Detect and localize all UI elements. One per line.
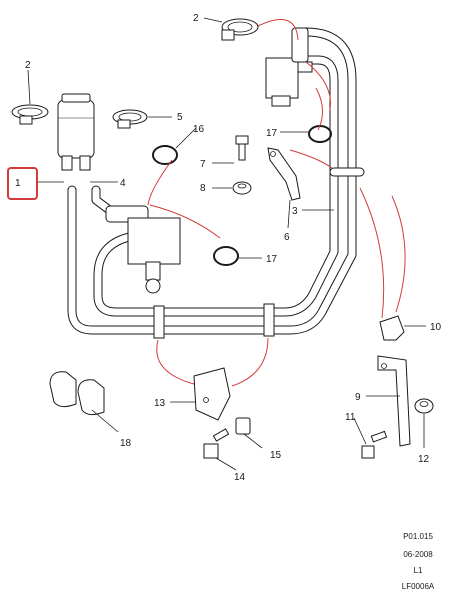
callout-3[interactable]: 3 — [292, 206, 298, 217]
footer-level: L1 — [413, 566, 423, 575]
hose-clip-left — [11, 104, 49, 125]
highlight-arcs — [147, 19, 406, 387]
callout-12[interactable]: 12 — [418, 454, 430, 465]
bolt-11 — [361, 430, 388, 459]
callout-9[interactable]: 9 — [355, 392, 361, 403]
callout-7[interactable]: 7 — [200, 159, 206, 170]
callout-18[interactable]: 18 — [120, 438, 132, 449]
leader-lines — [27, 17, 426, 471]
reservoir-bottle — [57, 93, 95, 171]
callout-13[interactable]: 13 — [154, 398, 166, 409]
callout-6[interactable]: 6 — [284, 232, 290, 243]
grommet-12 — [414, 398, 434, 414]
bolt-7 — [235, 135, 249, 161]
pipe-clamp-right — [263, 303, 275, 337]
hose-clip-right — [112, 109, 148, 129]
callout-14[interactable]: 14 — [234, 472, 246, 483]
clip-10 — [379, 315, 405, 341]
nut-15 — [235, 417, 251, 435]
o-ring-16 — [152, 145, 178, 165]
callout-8[interactable]: 8 — [200, 183, 206, 194]
hose-clip-top — [221, 18, 259, 41]
callout-5[interactable]: 5 — [177, 112, 183, 123]
callout-2-top[interactable]: 2 — [193, 13, 199, 24]
callout-17-top[interactable]: 17 — [266, 128, 278, 139]
selected-callout-box — [7, 167, 38, 200]
footer-ref: P01.015 — [403, 532, 433, 541]
bolt-14 — [203, 428, 230, 459]
o-ring-17-top — [308, 125, 332, 143]
pipe-clamp-left — [153, 305, 165, 339]
fuel-pipe-assembly — [67, 27, 365, 335]
footer-date: 06-2008 — [403, 550, 433, 559]
callout-11[interactable]: 11 — [345, 412, 356, 423]
valve-body-center — [105, 205, 181, 294]
double-clip-18 — [49, 371, 105, 416]
bracket-9 — [377, 355, 411, 447]
bracket-13 — [193, 367, 231, 421]
callout-17-center[interactable]: 17 — [266, 254, 278, 265]
callout-1[interactable]: 1 — [15, 178, 21, 189]
bracket-6 — [267, 147, 301, 201]
nut-8 — [232, 181, 252, 195]
callout-2-left[interactable]: 2 — [25, 60, 31, 71]
callout-labels: 1 2 2 3 4 5 6 7 8 9 10 11 12 13 14 15 16… — [15, 13, 442, 483]
callout-10[interactable]: 10 — [430, 322, 442, 333]
callout-15[interactable]: 15 — [270, 450, 282, 461]
callout-16[interactable]: 16 — [193, 124, 205, 135]
o-ring-17-center — [213, 246, 239, 266]
valve-block-top — [265, 27, 313, 107]
footer-code: LF0006A — [401, 582, 435, 591]
callout-4[interactable]: 4 — [120, 178, 126, 189]
